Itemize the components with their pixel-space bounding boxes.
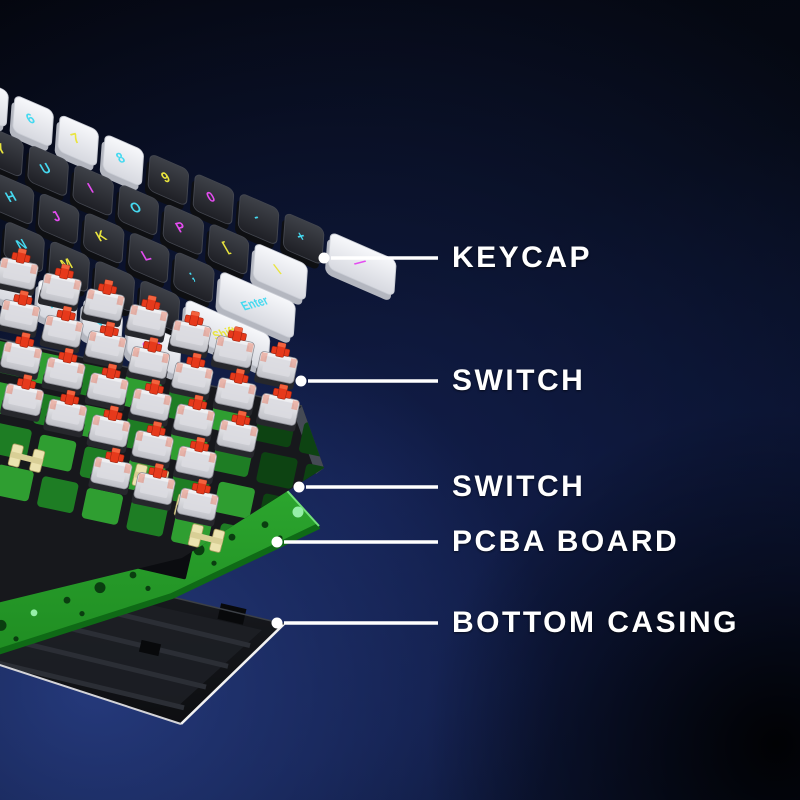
keycap: — xyxy=(325,233,397,300)
keycap: O xyxy=(114,185,159,240)
label-switch: SWITCH xyxy=(452,364,586,397)
switch xyxy=(124,295,169,343)
switch xyxy=(39,305,84,354)
switch xyxy=(41,347,86,396)
switch xyxy=(129,421,174,469)
switch xyxy=(173,436,218,485)
keycap: 8 xyxy=(99,135,144,191)
keycap: H xyxy=(0,174,35,229)
keycap: U xyxy=(24,146,69,201)
keycap: Enter xyxy=(215,272,296,343)
keycap: 5 xyxy=(0,76,9,132)
switch xyxy=(210,326,255,374)
leader-lines xyxy=(271,252,438,629)
keycap: K xyxy=(80,213,125,269)
switch xyxy=(212,368,257,417)
switch xyxy=(81,279,126,328)
keycap: L xyxy=(125,233,170,288)
switch xyxy=(254,342,299,390)
keycap: J xyxy=(35,194,80,249)
leader-dot-keycap xyxy=(318,252,330,264)
keycap: + xyxy=(280,213,325,269)
switch xyxy=(174,478,219,527)
switch xyxy=(82,321,127,370)
switch xyxy=(131,463,176,511)
case-edge-highlight xyxy=(180,623,285,725)
switch xyxy=(84,363,129,412)
leader-dot-switch-plate xyxy=(293,481,305,493)
keycap: - xyxy=(235,194,280,249)
stabilizer xyxy=(7,443,46,473)
switch xyxy=(37,263,82,312)
keycap: 6 xyxy=(9,96,54,151)
switch xyxy=(0,374,45,422)
stabilizer xyxy=(187,523,226,553)
label-switch-plate: SWITCH xyxy=(452,470,586,503)
keycap: 9 xyxy=(144,155,190,210)
keycap: I xyxy=(69,165,114,221)
keycap: P xyxy=(159,204,205,260)
leader-dot-switch xyxy=(295,375,307,387)
keycap-legend: Enter xyxy=(238,293,271,314)
switch xyxy=(128,379,172,427)
switch xyxy=(255,384,300,432)
switch xyxy=(167,310,212,359)
switch xyxy=(43,389,88,438)
keycap: [ xyxy=(205,224,250,280)
switch-set xyxy=(0,248,300,527)
switch xyxy=(169,352,214,401)
label-bottom-casing: BOTTOM CASING xyxy=(452,606,739,639)
switch xyxy=(88,447,133,496)
switch xyxy=(126,337,171,385)
keycap: ; xyxy=(170,252,215,308)
switch xyxy=(214,410,259,459)
keycap: 0 xyxy=(189,174,235,230)
keycap: 7 xyxy=(54,115,99,171)
switch xyxy=(0,332,43,380)
switch xyxy=(0,248,39,296)
leader-dot-pcba-board xyxy=(271,536,283,548)
leader-dot-bottom-casing xyxy=(271,617,283,629)
label-keycap: KEYCAP xyxy=(452,241,593,274)
switch xyxy=(171,394,216,443)
keycap: Y xyxy=(0,126,24,182)
switch xyxy=(86,405,131,454)
keycap: \ xyxy=(250,244,308,305)
switch xyxy=(0,290,41,338)
label-pcba-board: PCBA BOARD xyxy=(452,525,680,558)
